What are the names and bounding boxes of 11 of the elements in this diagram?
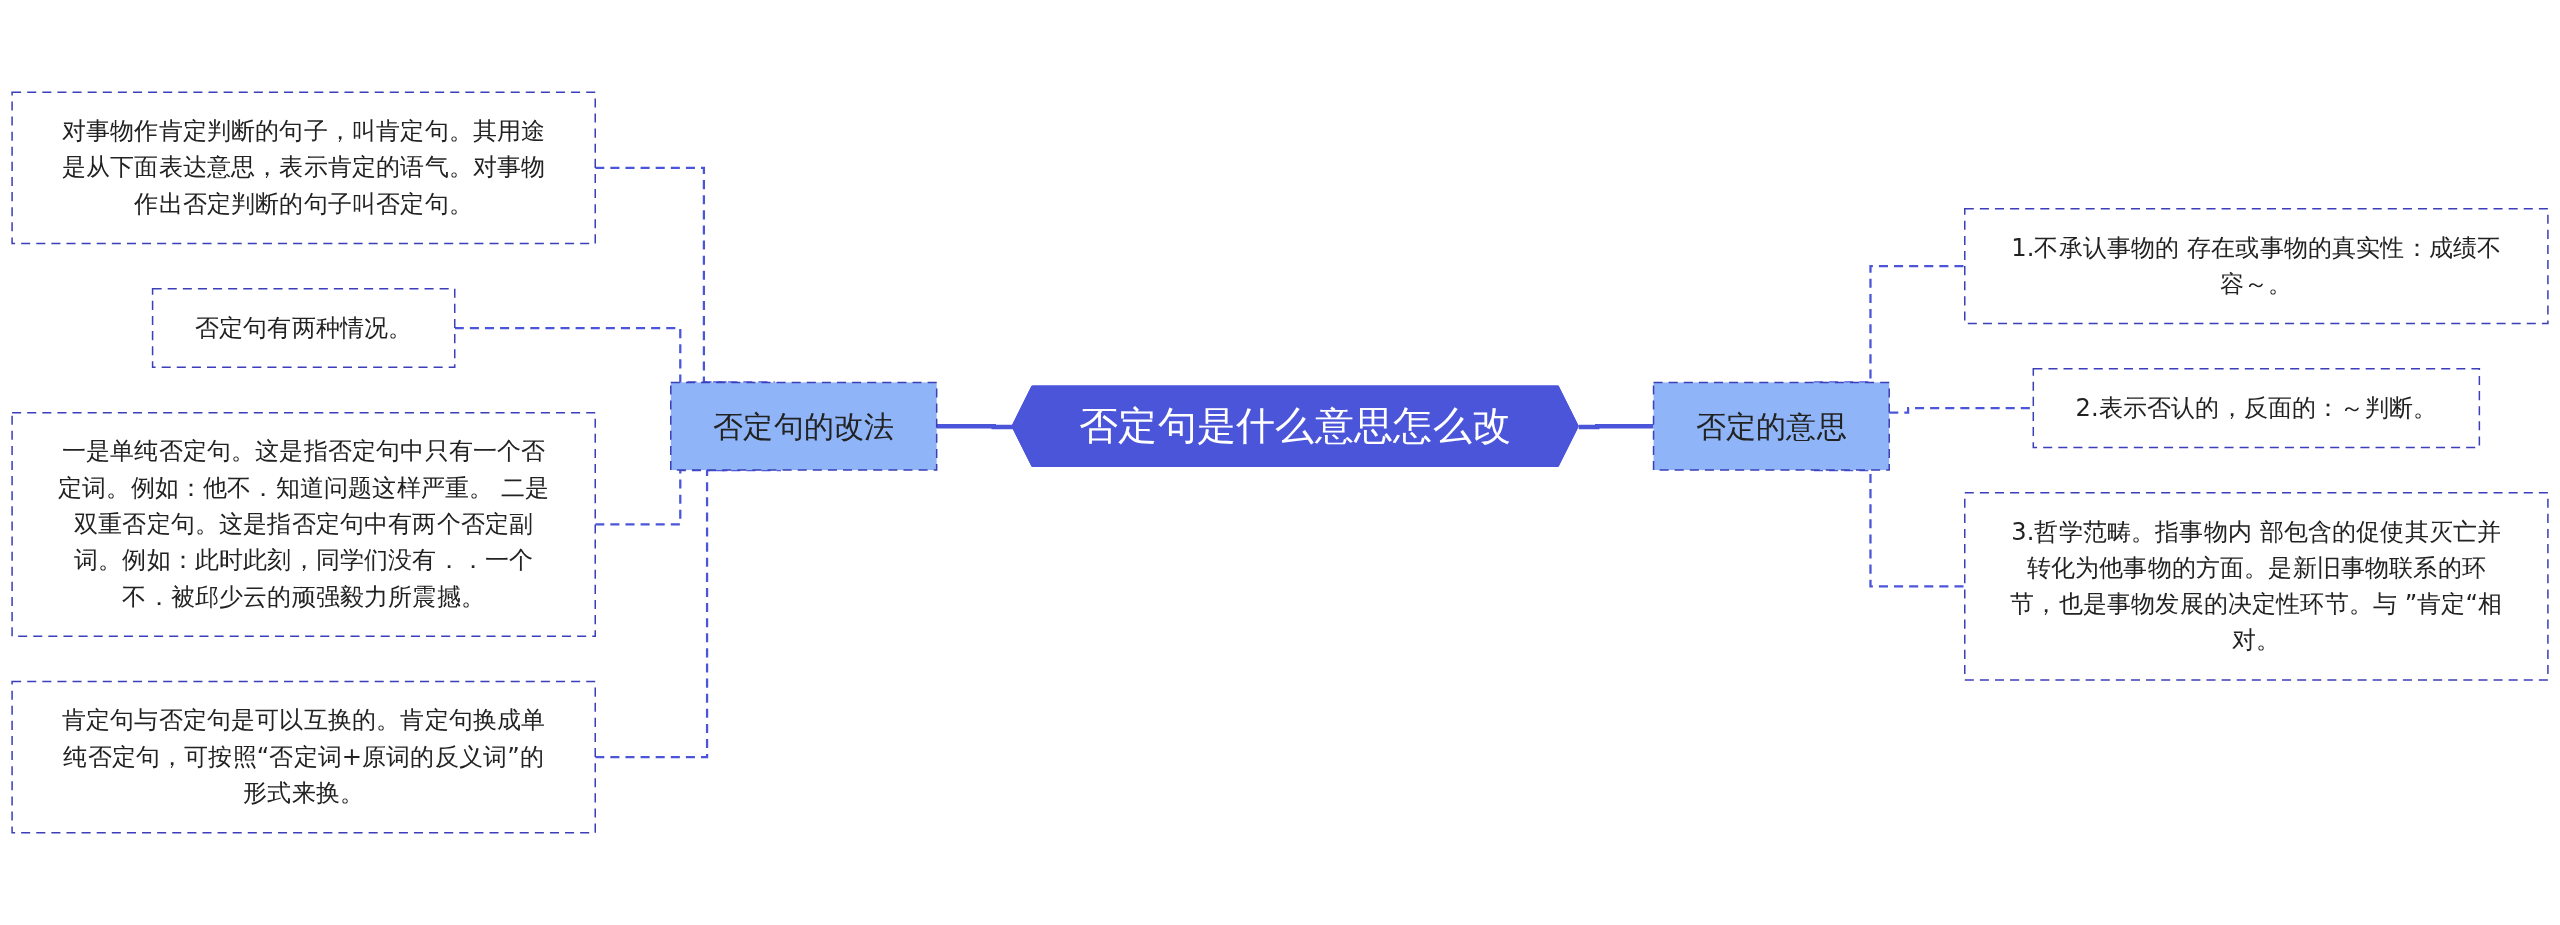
- connector: [1578, 423, 1654, 430]
- node-box: 否定句的改法: [670, 381, 938, 471]
- node-box: 否定句有两种情况。: [151, 288, 456, 369]
- node-box: 否定的意思: [1652, 381, 1890, 471]
- node-box: 肯定句与否定句是可以互换的。肯定句换成单纯否定句，可按照“否定词+原词的反义词”的形式来换。: [11, 680, 596, 834]
- node-box: 2.表示否认的，反面的：～判断。: [2032, 368, 2481, 449]
- node-box: 一是单纯否定句。这是指否定句中只有一个否定词。例如：他不．知道问题这样严重。 二是双重否定句。这是指否定句中有两个否定副词。例如：此时此刻，同学们没有．．一个不．被邱少云的顽强毅力所震撼。: [11, 411, 596, 637]
- node-box: 对事物作肯定判断的句子，叫肯定句。其用途是从下面表达意思，表示肯定的语气。对事物作出否定判断的句子叫否定句。: [11, 91, 596, 245]
- connector: [936, 423, 1013, 430]
- node-box: 1.不承认事物的 存在或事物的真实性：成绩不容～。: [1964, 207, 2549, 325]
- node-box: 3.哲学范畴。指事物内 部包含的促使其灭亡并转化为他事物的方面。是新旧事物联系的环节，也是事物发展的决定性环节。与 ”肯定“相对。: [1964, 491, 2549, 681]
